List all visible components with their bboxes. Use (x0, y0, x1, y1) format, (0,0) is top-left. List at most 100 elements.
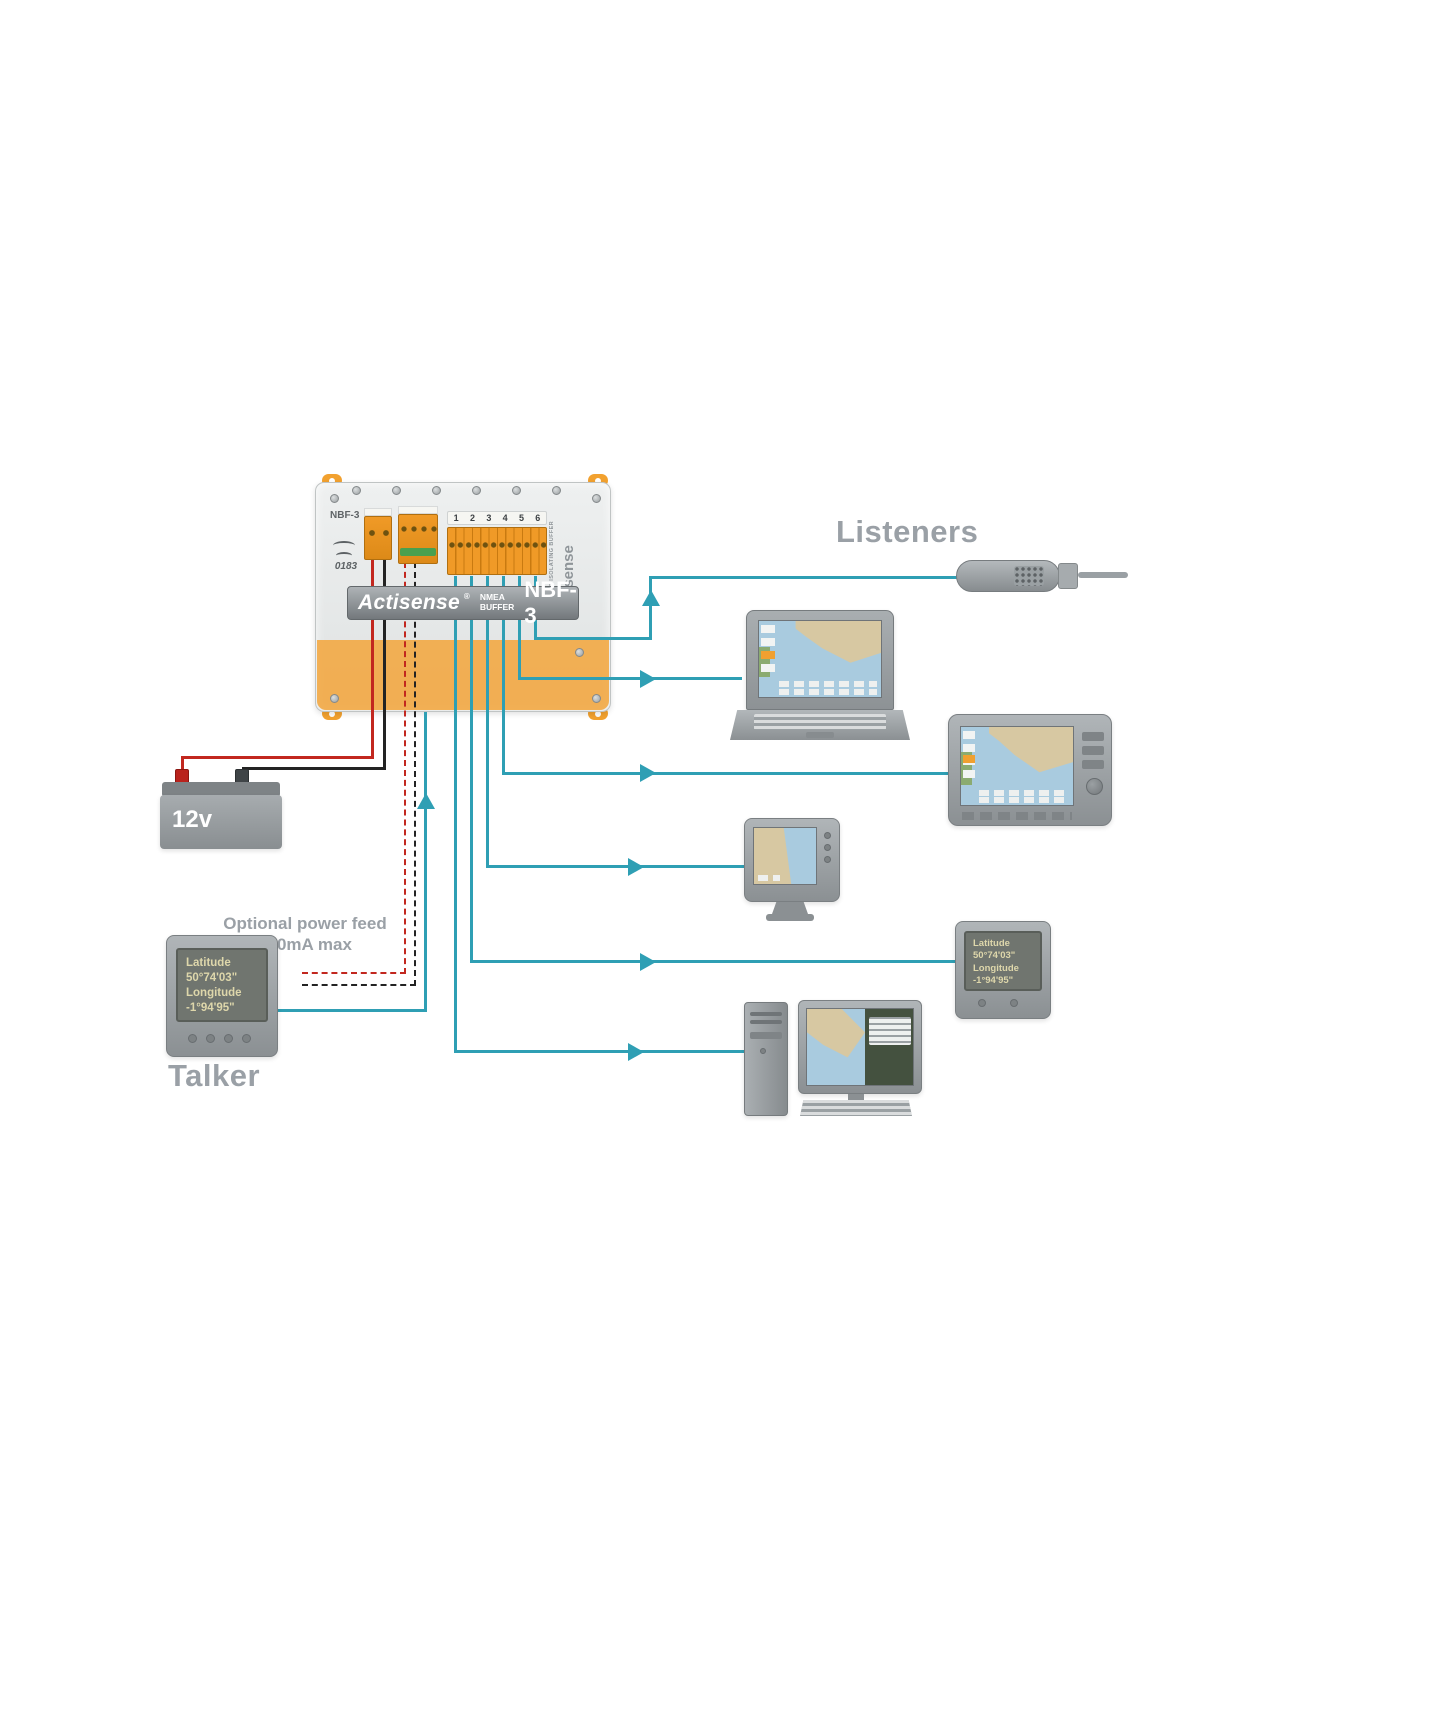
nmea-line-pc (454, 1050, 746, 1053)
listeners-label: Listeners (836, 514, 979, 549)
gps-lon-label: Longitude (973, 962, 1019, 974)
port-number: 4 (502, 513, 508, 523)
output-terminal-row (447, 527, 547, 575)
logo-number: 0183 (334, 561, 358, 572)
case-screw (592, 494, 601, 503)
talker-screen: Latitude 50°74'03" Longitude -1°94'95" (176, 948, 268, 1022)
flow-arrow-right (628, 858, 644, 876)
small-display-stand-neck (772, 902, 808, 914)
gps-lat-label: Latitude (973, 938, 1010, 949)
case-screw (575, 648, 584, 657)
gps-listener-button (978, 999, 986, 1007)
optional-power-line2: 500mA max (258, 935, 352, 955)
nmea-line-chartplotter (502, 576, 505, 775)
talker-button (242, 1034, 251, 1043)
small-display-button (824, 832, 831, 839)
terminal-label-strip (398, 506, 438, 514)
optional-power-text: Optional power feed 500mA max (220, 913, 390, 956)
battery-top (162, 782, 280, 797)
handheld-speaker-grid (1014, 566, 1044, 586)
port-number-strip: 1 2 3 4 5 6 (447, 511, 547, 525)
chartplotter-knob (1086, 778, 1103, 795)
chart-button-row (779, 681, 877, 687)
power-wire-black (242, 767, 386, 770)
nmea-line-gps-listener (470, 576, 473, 963)
handheld-connector (1058, 563, 1078, 589)
gps-lon-value: -1°94'95" (973, 975, 1014, 987)
laptop-touchpad (806, 732, 834, 738)
chart-land-shape (807, 1009, 865, 1058)
case-screw (432, 486, 441, 495)
case-screw (592, 694, 601, 703)
port-number: 2 (469, 513, 475, 523)
port-number: 3 (486, 513, 492, 523)
chartplotter-screen (960, 726, 1074, 806)
flow-arrow-right (640, 764, 656, 782)
screen-photo-pane (865, 1009, 913, 1085)
gps-listener-button (1010, 999, 1018, 1007)
nmea-line-talker (424, 712, 427, 1012)
small-display-button (824, 844, 831, 851)
case-screw (552, 486, 561, 495)
nmea-line-laptop (518, 677, 742, 680)
case-screw (512, 486, 521, 495)
chart-button-row (979, 797, 1069, 803)
screen-info-box (869, 1017, 911, 1045)
nmea-line-gps-listener (470, 960, 957, 963)
product-type-line2: BUFFER (479, 602, 515, 612)
small-display-screen (753, 827, 817, 885)
nmea-line-handheld (649, 576, 958, 579)
laptop-chart-screen (758, 620, 882, 698)
input-terminal-block (398, 514, 438, 564)
port-number: 6 (535, 513, 541, 523)
nmea-line-pc (454, 576, 457, 1053)
pc-tower-vent (750, 1012, 782, 1016)
optional-power-line1: Optional power feed (223, 914, 387, 933)
power-wire-red (371, 558, 374, 759)
pc-power-button (760, 1048, 766, 1054)
nmea-line-chartplotter (502, 772, 950, 775)
power-wire-red (181, 756, 184, 773)
nmea-line-small-display (486, 576, 489, 868)
logo-wave (333, 541, 355, 550)
flow-arrow-up (417, 793, 435, 809)
terminal-led-strip (400, 548, 436, 556)
logo-wave (336, 552, 352, 559)
talker-label: Talker (168, 1058, 261, 1093)
device-corner-model: NBF-3 (330, 510, 360, 521)
handheld-cable (1078, 572, 1128, 578)
flow-arrow-right (640, 953, 656, 971)
talker-button (224, 1034, 233, 1043)
gps-lon-label: Longitude (186, 986, 242, 999)
flow-arrow-right (640, 670, 656, 688)
gps-listener-screen: Latitude 50°74'03" Longitude -1°94'95" (964, 931, 1042, 991)
flow-arrow-up (642, 590, 660, 606)
case-screw (330, 694, 339, 703)
small-display-stand-base (766, 914, 814, 921)
laptop-keyboard (754, 714, 886, 730)
case-screw (330, 494, 339, 503)
optional-feed-wire-red (302, 972, 406, 974)
nmea-line-talker (277, 1009, 427, 1012)
terminal-label-strip (364, 508, 392, 516)
gps-lon-value: -1°94'95" (186, 1001, 235, 1014)
handheld-listener-body (956, 560, 1060, 592)
small-display-button (824, 856, 831, 863)
optional-feed-wire-black (414, 562, 416, 986)
chart-button-row (979, 790, 1069, 796)
chartplotter-button (1082, 760, 1104, 769)
pc-drive-slot (750, 1032, 782, 1039)
chart-orange-button (963, 755, 975, 763)
product-type-line1: NMEA (479, 592, 505, 603)
pc-tower-vent (750, 1020, 782, 1024)
nmea-line-handheld (534, 637, 652, 640)
product-type: NMEA BUFFER (479, 592, 515, 613)
nmea-0183-logo: 0183 (329, 538, 363, 572)
gps-lat-label: Latitude (186, 957, 231, 969)
power-terminal-block (364, 516, 392, 560)
case-screw (472, 486, 481, 495)
chartplotter-button (1082, 732, 1104, 741)
nbf3-orange-base (317, 640, 609, 710)
talker-button (206, 1034, 215, 1043)
